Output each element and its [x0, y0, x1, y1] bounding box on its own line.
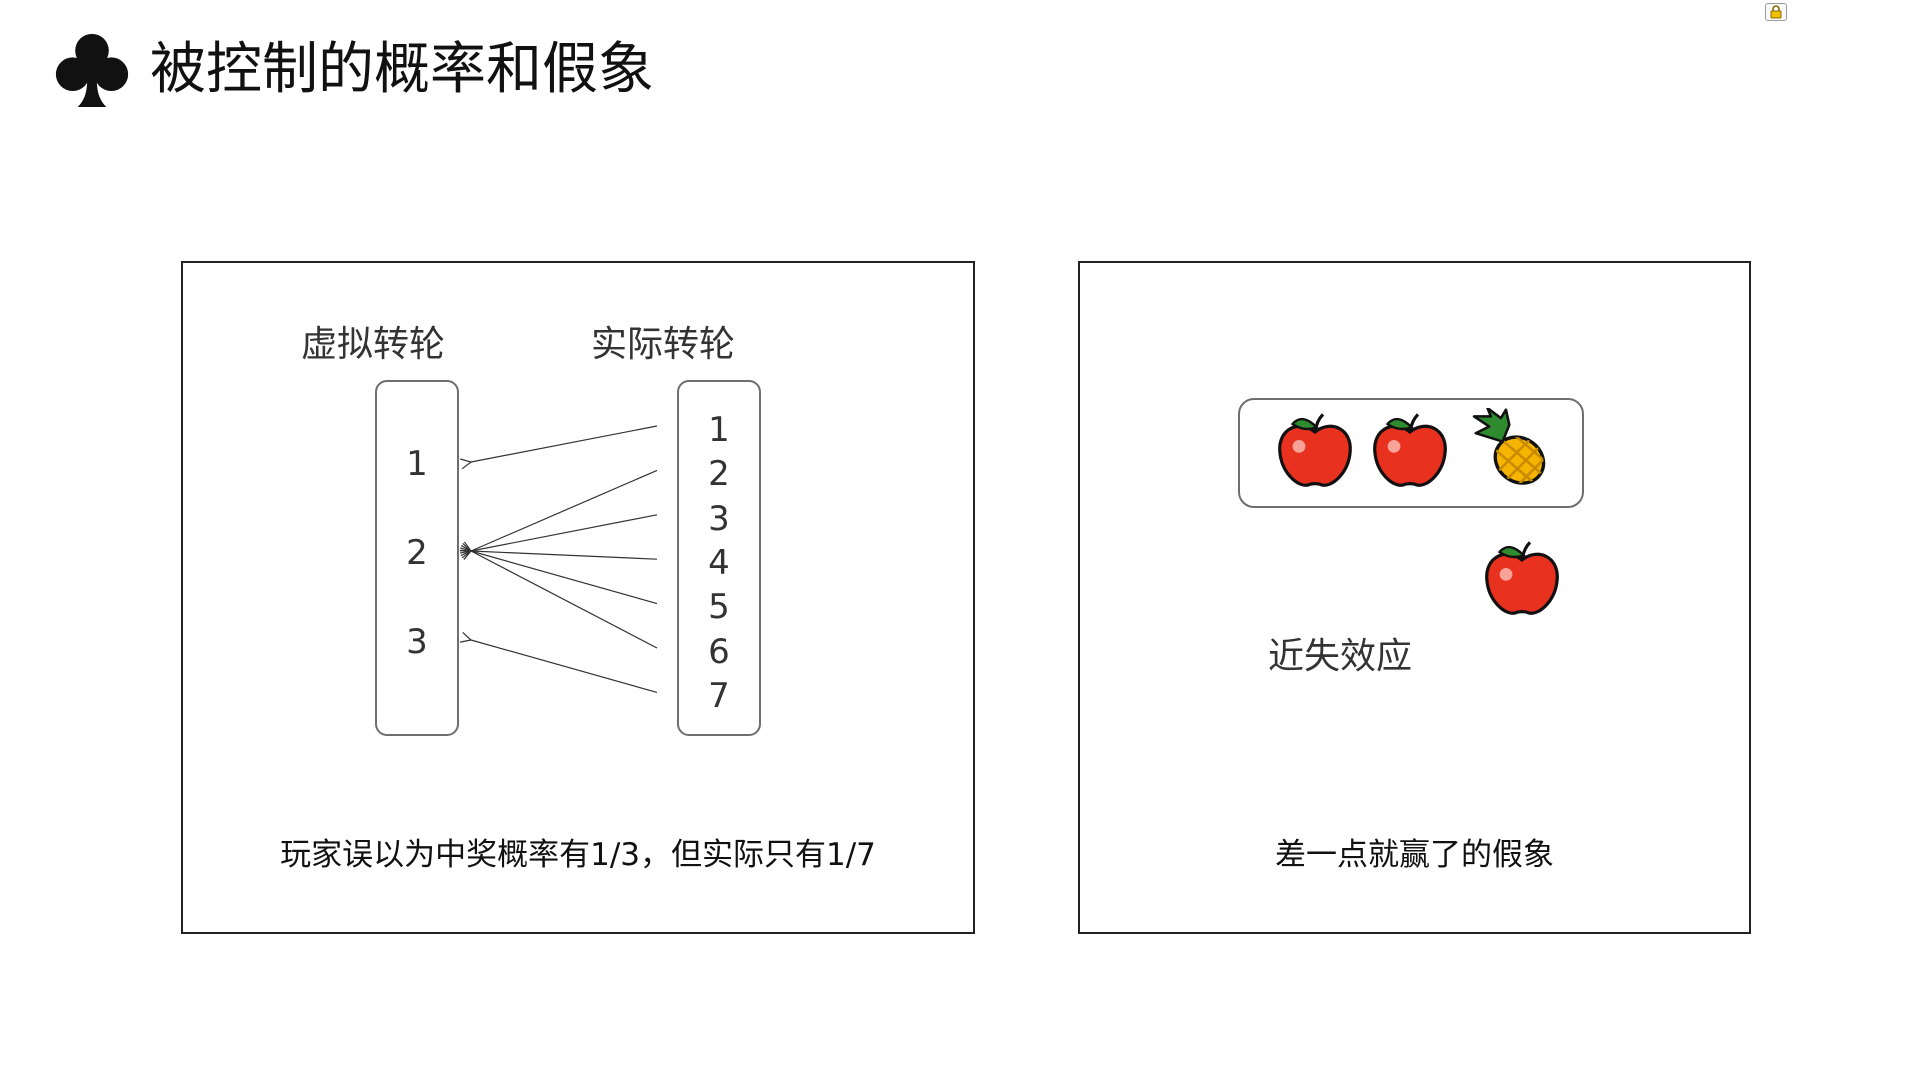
actual-reel: 1 2 3 4 5 6 7 — [677, 380, 761, 736]
virtual-reel-panel: 虚拟转轮 实际转轮 1 2 3 1 2 3 4 5 6 7 玩家误以为中奖概率有… — [181, 261, 975, 934]
apple-icon — [1485, 541, 1559, 615]
right-caption: 差一点就赢了的假象 — [1275, 837, 1554, 873]
apple-icon — [1278, 413, 1352, 487]
actual-reel-value: 4 — [708, 543, 730, 583]
actual-reel-value: 2 — [708, 454, 730, 494]
lock-badge[interactable] — [1765, 3, 1787, 21]
virtual-reel-value: 1 — [406, 444, 428, 484]
mapping-arrow — [471, 514, 658, 551]
lock-icon — [1770, 5, 1782, 19]
actual-reel-value: 7 — [708, 676, 730, 716]
mapping-arrow — [471, 551, 658, 649]
actual-reel-value: 6 — [708, 632, 730, 672]
virtual-reel-value: 3 — [406, 622, 428, 662]
page-title: 被控制的概率和假象 — [150, 37, 654, 102]
apple-icon — [1373, 413, 1447, 487]
virtual-reel-value: 2 — [406, 533, 428, 573]
reel-mapping-arrows — [183, 425, 658, 693]
left-caption: 玩家误以为中奖概率有1/3，但实际只有1/7 — [280, 837, 876, 873]
near-miss-effect-label: 近失效应 — [1267, 636, 1412, 677]
mapping-arrow — [471, 551, 658, 605]
virtual-reel-label: 虚拟转轮 — [300, 324, 445, 365]
actual-reel-value: 5 — [708, 587, 730, 627]
mapping-arrow — [471, 640, 658, 693]
pineapple-icon — [1472, 408, 1553, 492]
club-suit-icon — [55, 33, 129, 107]
virtual-reel: 1 2 3 — [375, 380, 459, 736]
actual-reel-label: 实际转轮 — [590, 324, 735, 365]
actual-reel-value: 1 — [708, 410, 730, 450]
mapping-arrow — [471, 551, 658, 560]
near-miss-panel: 近失效应 差一点就赢了的假象 — [1078, 261, 1751, 934]
mapping-arrow — [471, 469, 658, 551]
mapping-arrow — [471, 425, 658, 462]
actual-reel-value: 3 — [708, 499, 730, 539]
